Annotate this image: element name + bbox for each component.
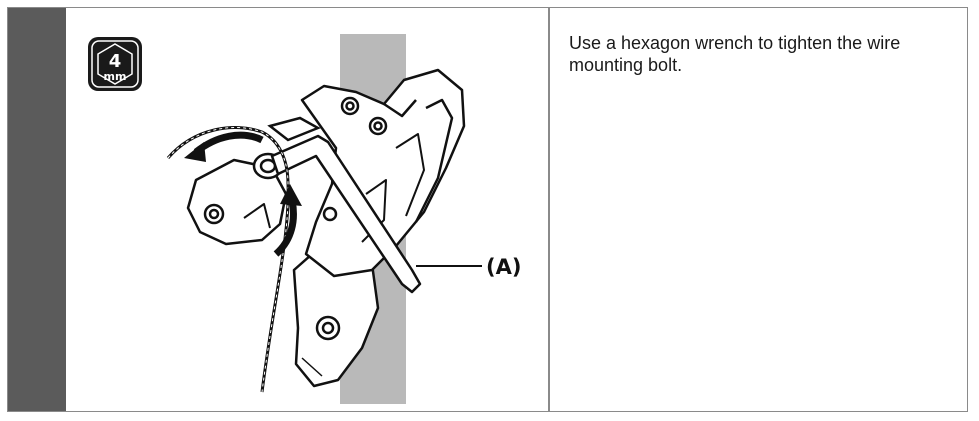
step-side-bar [8,8,66,411]
figure-area: 4 mm [66,8,548,411]
wire-mounting-bolt [252,116,321,180]
hexagon-wrench-size-icon: 4 mm [88,37,142,91]
rotation-arrow-icon [184,131,264,162]
hexagon-wrench [270,134,422,294]
column-divider [548,8,550,411]
derailleur-knuckle [186,158,288,246]
instruction-panel: 4 mm [7,7,968,412]
instruction-text: Use a hexagon wrench to tighten the wire… [569,33,901,75]
pulley-cage [292,238,380,388]
callout-label-a: (A) [486,255,521,279]
tool-size-unit: mm [104,70,127,83]
derailleur-illustration: 4 mm [88,34,521,404]
pull-arrow-icon [273,184,302,257]
tool-size-value: 4 [109,51,122,72]
